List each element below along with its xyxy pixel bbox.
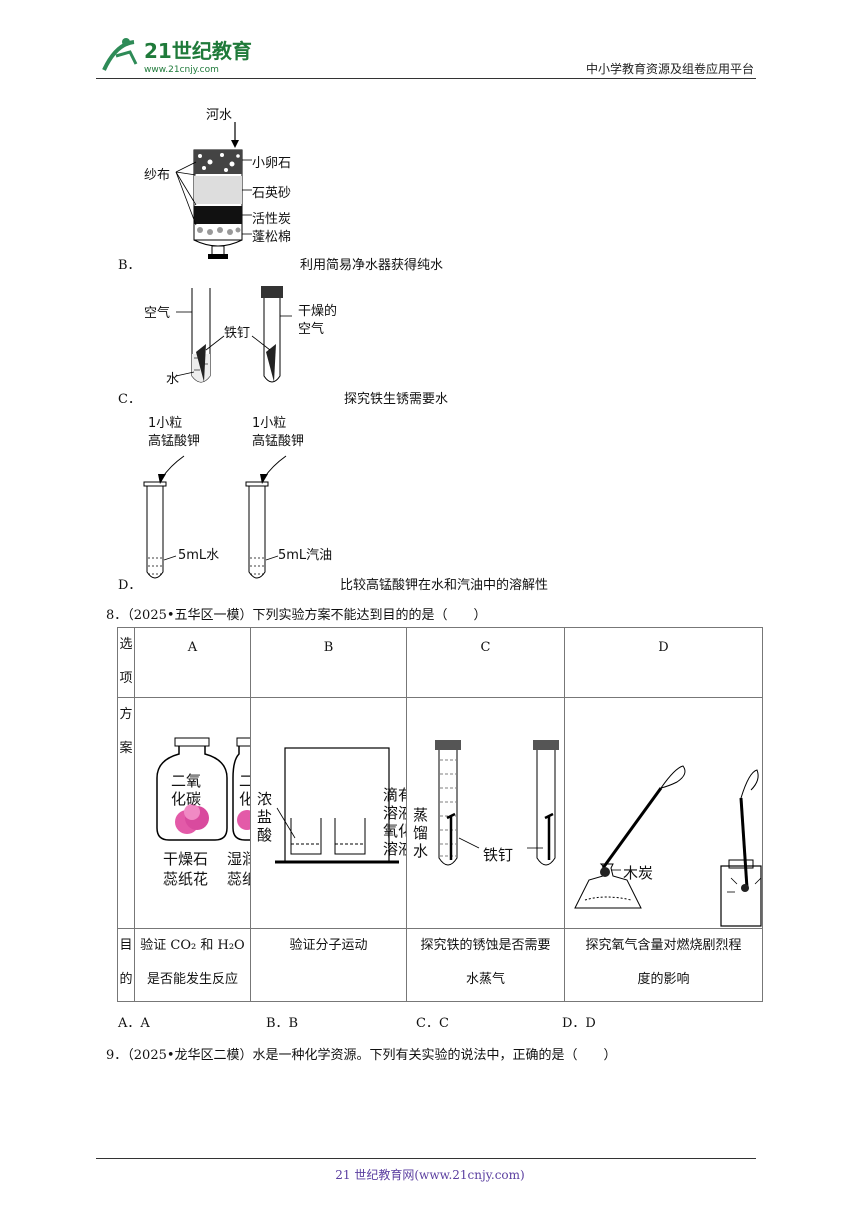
figd-right-liquid: 5mL汽油 [278, 548, 333, 563]
q8-answer-b[interactable]: B．B [266, 1016, 299, 1031]
figb-river-water: 河水 [206, 108, 233, 123]
figc-air: 空气 [144, 306, 171, 321]
row-label-purpose: 目 的 [117, 928, 135, 1002]
figb-layer-pebble: 小卵石 [252, 156, 292, 171]
site-logo: 21世纪教育 www.21cnjy.com [96, 34, 266, 78]
scheme-d-cell: 木炭 [564, 697, 763, 929]
col-head-d: D [564, 627, 763, 698]
scheme-a-cell: 二氧 化碳 二氧 化碳 干燥石 蕊纸花 湿润 蕊纸 [134, 697, 251, 929]
logo-text: 21世纪教育 [144, 39, 252, 63]
figb-gauze: 纱布 [144, 168, 171, 183]
platform-name: 中小学教育资源及组卷应用平台 [585, 62, 754, 76]
col-head-a: A [134, 627, 251, 698]
figd-right-top2: 高锰酸钾 [252, 434, 305, 449]
header-divider [96, 78, 756, 79]
figd-right-top1: 1小粒 [252, 416, 287, 431]
q8-answer-a[interactable]: A．A [118, 1016, 150, 1031]
purpose-c: 探究铁的锈蚀是否需要 水蒸气 [406, 928, 565, 1002]
figc-dry-air-2: 空气 [298, 322, 325, 337]
purpose-d: 探究氧气含量对燃烧剧烈程 度的影响 [564, 928, 763, 1002]
scheme-d-combustion [574, 765, 762, 927]
figure-kmno4-solubility [140, 408, 380, 584]
q9-stem: 9．（2025•龙华区二模）水是一种化学资源。下列有关实验的说法中，正确的是（ … [106, 1048, 617, 1063]
row-label-option: 选 项 [117, 627, 135, 698]
q8-stem: 8．（2025•五华区一模）下列实验方案不能达到目的的是（ ） [106, 608, 487, 623]
figc-water: 水 [166, 372, 180, 387]
figc-nail: 铁钉 [224, 326, 251, 341]
q8-answer-c[interactable]: C．C [416, 1016, 449, 1031]
purpose-b: 验证分子运动 [250, 928, 407, 1002]
row-label-scheme: 方 案 [117, 697, 135, 929]
option-b-letter: B． [118, 258, 141, 273]
option-d-text: 比较高锰酸钾在水和汽油中的溶解性 [340, 578, 549, 593]
purpose-a: 验证 CO₂ 和 H₂O 是否能发生反应 [134, 928, 251, 1002]
footer-divider [96, 1158, 756, 1159]
scheme-c-cell: 蒸 馏 水 铁钉 [406, 697, 565, 929]
figb-layer-cotton: 蓬松棉 [252, 230, 292, 245]
scheme-a-bottles [156, 737, 250, 841]
scheme-b-beakers [275, 747, 399, 864]
scheme-c-tubes [435, 740, 559, 866]
option-c-text: 探究铁生锈需要水 [344, 392, 449, 407]
figb-layer-sand: 石英砂 [252, 186, 292, 201]
col-head-b: B [250, 627, 407, 698]
figd-left-top1: 1小粒 [148, 416, 183, 431]
figb-layer-carbon: 活性炭 [252, 212, 292, 227]
scheme-b-cell: 浓 盐 酸 滴有 溶液 氧化 溶液 [250, 697, 407, 929]
footer-link[interactable]: 21 世纪教育网(www.21cnjy.com) [335, 1168, 525, 1182]
q8-answer-d[interactable]: D．D [562, 1016, 596, 1031]
figd-left-liquid: 5mL水 [178, 548, 220, 563]
figure-water-purifier [140, 100, 320, 260]
option-d-letter: D． [118, 578, 142, 593]
option-b-text: 利用简易净水器获得纯水 [300, 258, 444, 273]
figd-left-top2: 高锰酸钾 [148, 434, 201, 449]
logo-url: www.21cnjy.com [144, 65, 219, 75]
figure-iron-rust [140, 284, 360, 394]
col-head-c: C [406, 627, 565, 698]
figc-dry-air-1: 干燥的 [298, 304, 338, 319]
q8-table: 选 项 A B C D 方 案 二氧 化碳 二氧 化碳 干燥石 蕊纸花 [117, 627, 763, 1002]
option-c-letter: C． [118, 392, 141, 407]
